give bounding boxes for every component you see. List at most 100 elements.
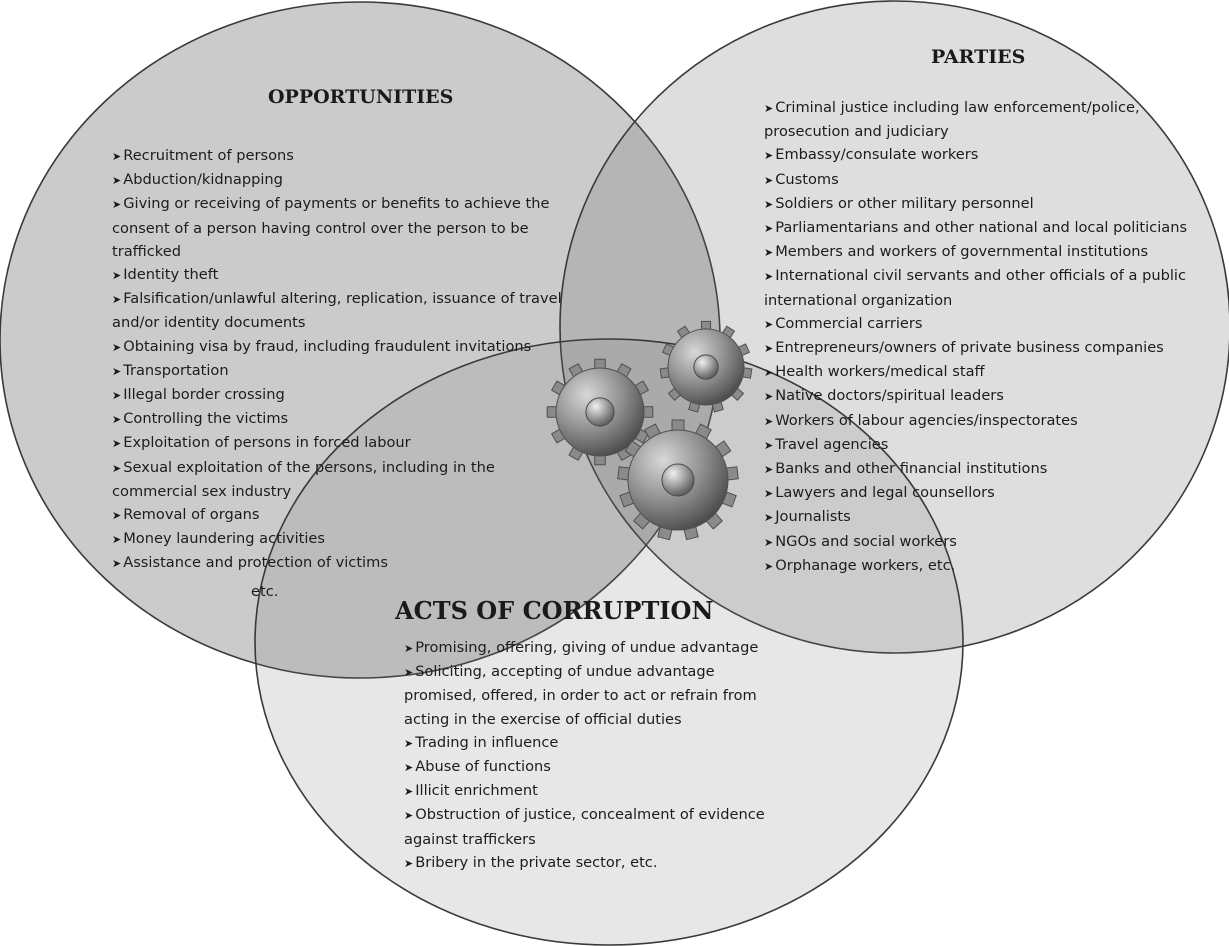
- parties-item: ➤Members and workers of governmental ins…: [764, 240, 1224, 264]
- opportunities-item-text: Money laundering activities: [123, 530, 325, 548]
- parties-item: ➤NGOs and social workers: [764, 530, 1224, 554]
- bullet-arrow-icon: ➤: [764, 246, 774, 260]
- bullet-arrow-icon: ➤: [112, 364, 122, 378]
- opportunities-item: ➤Falsification/unlawful altering, replic…: [112, 287, 582, 334]
- parties-item-text: Workers of labour agencies/inspectorates: [775, 411, 1078, 429]
- parties-item-text: Members and workers of governmental inst…: [775, 243, 1149, 261]
- opportunities-item: ➤Sexual exploitation of the persons, inc…: [112, 456, 582, 503]
- parties-item-text: Travel agencies: [775, 435, 889, 453]
- parties-item: ➤International civil servants and other …: [764, 264, 1224, 311]
- parties-item-text: Embassy/consulate workers: [775, 146, 979, 164]
- parties-item: ➤Commercial carriers: [764, 312, 1224, 336]
- bullet-arrow-icon: ➤: [404, 666, 414, 680]
- parties-item: ➤Criminal justice including law enforcem…: [764, 96, 1224, 143]
- parties-item: ➤Travel agencies: [764, 433, 1224, 457]
- acts-title: ACTS OF CORRUPTION: [395, 596, 714, 625]
- opportunities-item-text: Falsification/unlawful altering, replica…: [112, 290, 562, 332]
- bullet-arrow-icon: ➤: [112, 150, 122, 163]
- opportunities-item-text: Identity theft: [123, 266, 219, 284]
- acts-item: ➤Bribery in the private sector, etc.: [404, 851, 789, 875]
- opportunities-item-text: Controlling the victims: [123, 410, 289, 428]
- parties-title: PARTIES: [931, 46, 1026, 68]
- parties-item-text: Customs: [775, 170, 839, 188]
- opportunities-item: ➤Illegal border crossing: [112, 383, 582, 407]
- parties-item-text: Journalists: [775, 508, 851, 526]
- parties-item: ➤Soldiers or other military personnel: [764, 192, 1224, 216]
- bullet-arrow-icon: ➤: [764, 102, 774, 115]
- bullet-arrow-icon: ➤: [404, 736, 414, 750]
- parties-item-text: Banks and other financial institutions: [775, 460, 1048, 478]
- bullet-arrow-icon: ➤: [764, 463, 774, 477]
- parties-item: ➤Parliamentarians and other national and…: [764, 216, 1224, 240]
- opportunities-item-text: Exploitation of persons in forced labour: [123, 434, 411, 452]
- opportunities-item: ➤Giving or receiving of payments or bene…: [112, 192, 582, 263]
- acts-item: ➤Soliciting, accepting of undue advantag…: [404, 660, 789, 731]
- opportunities-item: ➤Obtaining visa by fraud, including frau…: [112, 335, 582, 359]
- bullet-arrow-icon: ➤: [112, 293, 122, 307]
- bullet-arrow-icon: ➤: [764, 366, 774, 380]
- bullet-arrow-icon: ➤: [764, 414, 774, 428]
- opportunities-item-text: Giving or receiving of payments or benef…: [112, 195, 550, 260]
- opportunities-item-text: Obtaining visa by fraud, including fraud…: [123, 337, 532, 355]
- opportunities-item: ➤Assistance and protection of victims: [112, 551, 582, 575]
- bullet-arrow-icon: ➤: [764, 487, 774, 501]
- parties-item: ➤Orphanage workers, etc.: [764, 554, 1224, 578]
- opportunities-item-text: Abduction/kidnapping: [123, 171, 283, 189]
- opportunities-item: ➤Money laundering activities: [112, 527, 582, 551]
- gears-icon: [546, 320, 753, 541]
- parties-item-text: Soldiers or other military personnel: [775, 194, 1034, 212]
- opportunities-title: OPPORTUNITIES: [268, 86, 454, 108]
- parties-item-text: Criminal justice including law enforceme…: [764, 99, 1140, 141]
- bullet-arrow-icon: ➤: [112, 174, 122, 188]
- bullet-arrow-icon: ➤: [112, 557, 122, 571]
- bullet-arrow-icon: ➤: [112, 533, 122, 547]
- opportunities-item: ➤Transportation: [112, 359, 582, 383]
- acts-item: ➤Abuse of functions: [404, 755, 789, 779]
- opportunities-etc: etc.: [251, 583, 279, 600]
- acts-list: ➤Promising, offering, giving of undue ad…: [404, 636, 789, 875]
- bullet-arrow-icon: ➤: [112, 437, 122, 451]
- parties-item-text: Health workers/medical staff: [775, 363, 985, 381]
- parties-item-text: Commercial carriers: [775, 314, 923, 332]
- opportunities-item: ➤Removal of organs: [112, 503, 582, 527]
- bullet-arrow-icon: ➤: [112, 198, 122, 212]
- bullet-arrow-icon: ➤: [112, 269, 122, 283]
- bullet-arrow-icon: ➤: [404, 856, 414, 870]
- parties-item-text: International civil servants and other o…: [764, 267, 1187, 309]
- acts-circle: [254, 338, 964, 946]
- bullet-arrow-icon: ➤: [764, 222, 774, 236]
- opportunities-item: ➤Controlling the victims: [112, 407, 582, 431]
- opportunities-item: ➤Abduction/kidnapping: [112, 168, 582, 192]
- acts-item-text: Obstruction of justice, concealment of e…: [404, 806, 765, 848]
- acts-item-text: Illicit enrichment: [415, 782, 538, 800]
- bullet-arrow-icon: ➤: [764, 270, 774, 284]
- bullet-arrow-icon: ➤: [764, 511, 774, 525]
- bullet-arrow-icon: ➤: [404, 761, 414, 775]
- opportunities-item-text: Sexual exploitation of the persons, incl…: [112, 458, 495, 500]
- parties-item-text: NGOs and social workers: [775, 532, 957, 550]
- bullet-arrow-icon: ➤: [764, 342, 774, 356]
- bullet-arrow-icon: ➤: [404, 785, 414, 799]
- bullet-arrow-icon: ➤: [764, 559, 774, 573]
- bullet-arrow-icon: ➤: [764, 149, 774, 163]
- parties-item: ➤Customs: [764, 168, 1224, 192]
- parties-item: ➤Workers of labour agencies/inspectorate…: [764, 409, 1224, 433]
- bullet-arrow-icon: ➤: [404, 809, 414, 823]
- bullet-arrow-icon: ➤: [112, 509, 122, 523]
- parties-item: ➤Health workers/medical staff: [764, 360, 1224, 384]
- parties-item: ➤Native doctors/spiritual leaders: [764, 384, 1224, 408]
- bullet-arrow-icon: ➤: [112, 340, 122, 354]
- parties-item: ➤Journalists: [764, 505, 1224, 529]
- bullet-arrow-icon: ➤: [112, 461, 122, 475]
- acts-item-text: Soliciting, accepting of undue advantage…: [404, 663, 757, 728]
- parties-item: ➤Banks and other financial institutions: [764, 457, 1224, 481]
- parties-item-text: Parliamentarians and other national and …: [775, 219, 1188, 237]
- acts-item-text: Bribery in the private sector, etc.: [415, 853, 658, 871]
- parties-item: ➤Embassy/consulate workers: [764, 143, 1224, 167]
- opportunities-item-text: Transportation: [123, 361, 229, 379]
- acts-item: ➤Trading in influence: [404, 731, 789, 755]
- opportunities-item: ➤Identity theft: [112, 263, 582, 287]
- bullet-arrow-icon: ➤: [404, 642, 414, 655]
- acts-item-text: Abuse of functions: [415, 758, 551, 776]
